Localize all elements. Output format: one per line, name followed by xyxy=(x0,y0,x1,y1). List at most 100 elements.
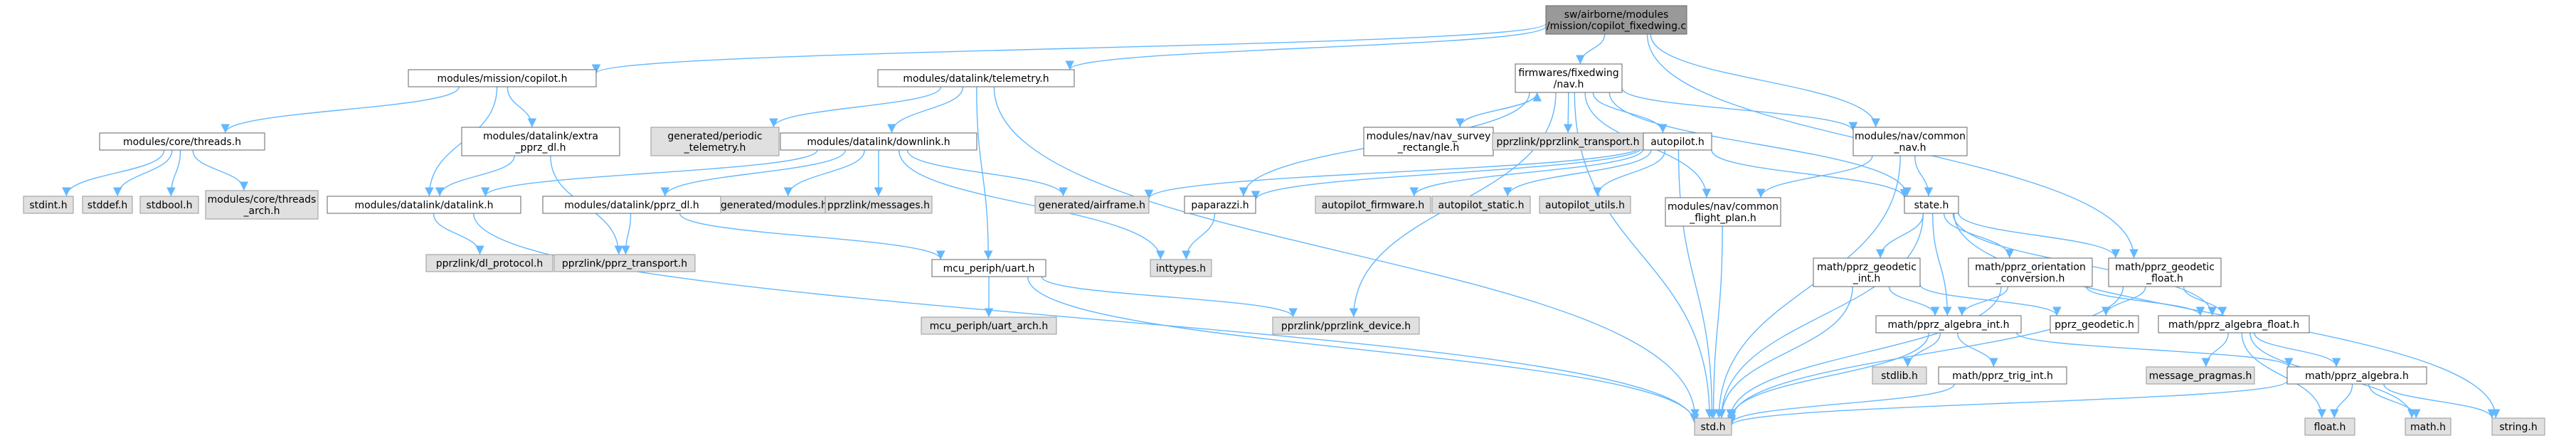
edge-nav_common_nav_h-to-state_h xyxy=(1914,155,1934,197)
edge-core_threads_h-to-stdbool_h xyxy=(166,149,181,197)
node-generated_modules_h: generated/modules.h xyxy=(720,196,828,214)
node-trig_int_h[interactable]: math/pprz_trig_int.h xyxy=(1938,366,2067,385)
node-label: /nav.h xyxy=(1554,79,1584,90)
node-message_pragmas_h: message_pragmas.h xyxy=(2146,366,2255,385)
node-stdbool_h: stdbool.h xyxy=(139,196,199,214)
node-common_flight_plan_h[interactable]: modules/nav/common_flight_plan.h xyxy=(1665,197,1781,227)
node-stdint_h: stdint.h xyxy=(23,196,74,214)
node-box xyxy=(1315,196,1431,214)
edge-trig_int_h-to-std_h xyxy=(1727,383,1955,424)
node-label: math/pprz_algebra.h xyxy=(2305,370,2409,382)
edge-fixedwing_nav_h-to-state_h xyxy=(1608,92,1912,197)
node-fixedwing_nav_h[interactable]: firmwares/fixedwing/nav.h xyxy=(1515,63,1623,93)
edge-algebra_h-to-std_h xyxy=(1727,380,2288,426)
node-orientation_conversion_h[interactable]: math/pprz_orientation_conversion.h xyxy=(1968,257,2093,287)
edge-nav_common_nav_h-to-common_flight_plan_h xyxy=(1756,155,1873,198)
node-label: _float.h xyxy=(2146,273,2183,284)
node-algebra_int_h[interactable]: math/pprz_algebra_int.h xyxy=(1875,315,2022,333)
node-autopilot_h[interactable]: autopilot.h xyxy=(1643,132,1712,151)
edge-state_h-to-orientation_conversion_h xyxy=(1943,213,2015,259)
node-label: modules/core/threads.h xyxy=(123,137,241,148)
node-box xyxy=(82,196,133,214)
node-paparazzi_h[interactable]: paparazzi.h xyxy=(1184,196,1256,214)
node-copilot_fixedwing_c[interactable]: sw/airborne/modules/mission/copilot_fixe… xyxy=(1545,5,1687,35)
node-box xyxy=(2146,366,2255,385)
node-pprz_dl_h[interactable]: modules/datalink/pprz_dl.h xyxy=(542,196,721,214)
node-nav_common_nav_h[interactable]: modules/nav/common_nav.h xyxy=(1853,127,1968,156)
edge-orientation_conversion_h-to-algebra_int_h xyxy=(1957,286,2009,316)
node-autopilot_firmware_h: autopilot_firmware.h xyxy=(1315,196,1431,214)
node-box xyxy=(1515,63,1623,93)
node-box xyxy=(1813,257,1921,287)
node-pprz_transport_h: pprzlink/pprz_transport.h xyxy=(553,254,696,272)
node-label: mcu_periph/uart_arch.h xyxy=(930,321,1048,332)
node-label: modules/datalink/downlink.h xyxy=(807,137,950,148)
node-label: autopilot.h xyxy=(1650,137,1705,148)
node-box xyxy=(1545,5,1687,35)
node-pprzlink_transport_h: pprzlink/pprzlink_transport.h xyxy=(1492,132,1644,151)
node-box xyxy=(1853,127,1968,156)
node-label: message_pragmas.h xyxy=(2149,370,2252,382)
dependency-edges xyxy=(62,23,2501,426)
node-state_h[interactable]: state.h xyxy=(1904,196,1959,214)
node-label: modules/datalink/extra xyxy=(483,131,598,142)
node-nav_survey_rectangle_h[interactable]: modules/nav/nav_survey_rectangle.h xyxy=(1363,127,1494,156)
node-box xyxy=(2286,366,2427,385)
node-telemetry_h[interactable]: modules/datalink/telemetry.h xyxy=(877,69,1075,87)
node-pprz_geodetic_h[interactable]: pprz_geodetic.h xyxy=(2050,315,2139,333)
edge-downlink_h-to-inttypes_h xyxy=(898,149,1165,260)
node-label: modules/datalink/pprz_dl.h xyxy=(564,200,699,211)
node-label: math/pprz_orientation xyxy=(1975,262,2086,273)
edge-pprz_dl_h-to-uart_h xyxy=(679,213,945,260)
node-box xyxy=(720,196,828,214)
node-downlink_h[interactable]: modules/datalink/downlink.h xyxy=(780,132,977,151)
node-box xyxy=(2158,315,2310,333)
node-box xyxy=(825,196,933,214)
node-geodetic_int_h[interactable]: math/pprz_geodetic_int.h xyxy=(1813,257,1921,287)
edge-downlink_h-to-generated_airframe_h xyxy=(906,149,1068,197)
edge-algebra_h-to-float_h xyxy=(2330,383,2353,419)
node-box xyxy=(1539,196,1631,214)
node-box xyxy=(931,259,1046,277)
edge-state_h-to-geodetic_float_h xyxy=(1958,212,2121,259)
node-box xyxy=(1643,132,1712,151)
node-label: stdint.h xyxy=(29,200,67,211)
node-geodetic_float_h[interactable]: math/pprz_geodetic_float.h xyxy=(2108,257,2222,287)
node-box xyxy=(1875,315,2022,333)
node-algebra_h[interactable]: math/pprz_algebra.h xyxy=(2286,366,2427,385)
node-copilot_h[interactable]: modules/mission/copilot.h xyxy=(408,69,597,87)
node-box xyxy=(2491,417,2545,436)
edge-copilot_fixedwing_c-to-nav_common_nav_h xyxy=(1650,33,1880,128)
node-std_h: std.h xyxy=(1694,417,1732,436)
node-box xyxy=(1150,259,1212,277)
node-datalink_h[interactable]: modules/datalink/datalink.h xyxy=(327,196,521,214)
node-box xyxy=(1034,196,1150,214)
edge-autopilot_h-to-paparazzi_h xyxy=(1251,146,1644,201)
node-label: float.h xyxy=(2314,422,2346,433)
node-algebra_float_h[interactable]: math/pprz_algebra_float.h xyxy=(2158,315,2310,333)
node-label: stddef.h xyxy=(88,200,127,211)
node-extra_pprz_dl_h[interactable]: modules/datalink/extra_pprz_dl.h xyxy=(461,127,620,156)
edge-algebra_float_h-to-message_pragmas_h xyxy=(2201,332,2229,368)
node-label: stdlib.h xyxy=(1881,370,1918,382)
node-label: pprz_geodetic.h xyxy=(2055,319,2134,331)
edge-geodetic_int_h-to-std_h xyxy=(1717,286,1853,419)
node-box xyxy=(23,196,74,214)
edge-algebra_float_h-to-algebra_h xyxy=(2254,332,2341,368)
edge-fixedwing_nav_h-to-pprzlink_transport_h xyxy=(1563,92,1573,134)
edge-downlink_h-to-pprz_dl_h xyxy=(660,149,846,197)
edge-algebra_h-to-math_h xyxy=(2368,383,2421,419)
edge-autopilot_h-to-autopilot_static_h xyxy=(1502,149,1652,197)
node-box xyxy=(780,132,977,151)
node-box xyxy=(1272,316,1420,335)
node-box xyxy=(1968,257,2093,287)
node-label: pprzlink/messages.h xyxy=(827,200,930,211)
node-label: math.h xyxy=(2410,422,2446,433)
node-label: /mission/copilot_fixedwing.c xyxy=(1547,21,1686,32)
node-label: math/pprz_algebra_int.h xyxy=(1888,319,2010,331)
node-label: generated/airframe.h xyxy=(1039,200,1145,211)
edge-copilot_fixedwing_c-to-fixedwing_nav_h xyxy=(1576,33,1606,65)
node-core_threads_h[interactable]: modules/core/threads.h xyxy=(99,132,265,151)
node-uart_h[interactable]: mcu_periph/uart.h xyxy=(931,259,1046,277)
